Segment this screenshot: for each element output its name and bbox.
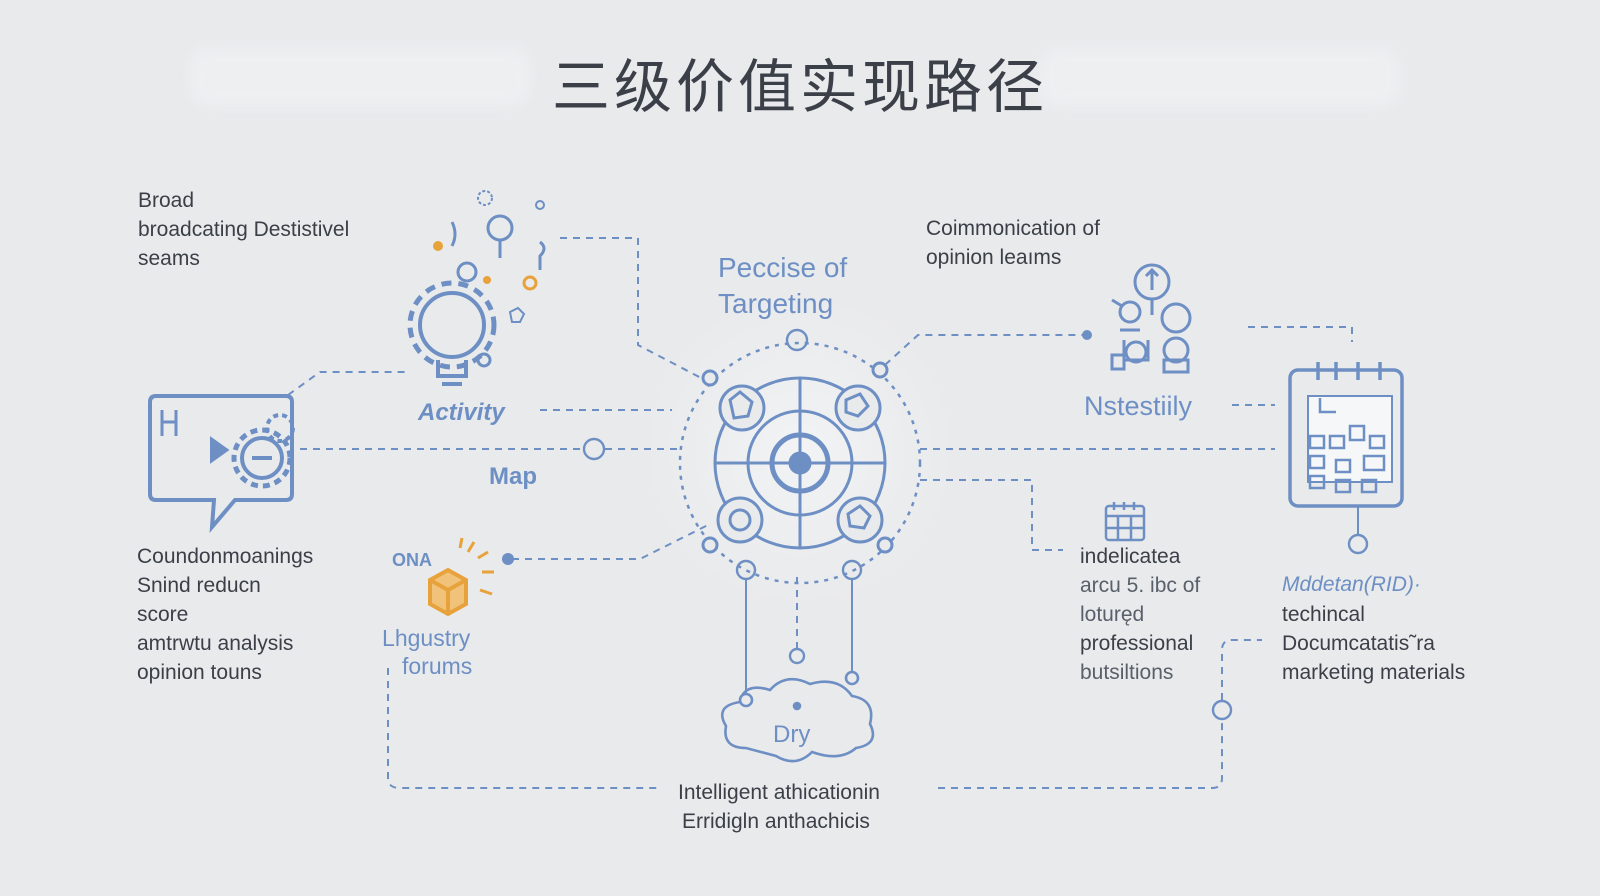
label-left-list: Coundonmoanings Snind reducn score amtrw… <box>137 542 313 687</box>
label-mddetan: Mddetan(RID)· <box>1282 573 1421 596</box>
lightbulb-accent-dots <box>433 241 538 291</box>
label-intelligent: Intelligent athicationin Erridigln antha… <box>678 778 880 836</box>
left-list-line-3: score <box>137 603 189 626</box>
connector-technical <box>1221 639 1262 700</box>
box-icon <box>428 537 494 617</box>
label-precise-targeting: Peccise of Targeting <box>718 250 847 322</box>
left-list-line-4: amtrwtu analysis <box>137 632 294 655</box>
label-forums-line-1: Lhgustry <box>382 625 471 651</box>
left-list-line-2: Snind reducn <box>137 574 261 597</box>
page-title: 三级价值实现路径 <box>551 53 1048 121</box>
connector-bottom-loop-right <box>938 720 1223 789</box>
lightbulb-gear-icon <box>407 190 546 386</box>
connector-bulb-to-hub <box>560 237 706 381</box>
indelicated-line-3: loturęd <box>1080 603 1145 626</box>
ona-dot <box>502 553 514 565</box>
indelicated-line-4: professional <box>1080 632 1194 655</box>
indelicated-line-5: butsiltions <box>1080 661 1174 684</box>
label-nstestiily: Nstestiily <box>1084 391 1193 421</box>
ghost-text-right <box>1040 48 1400 106</box>
label-communication-line-1: Coimmonication of <box>926 217 1100 240</box>
label-ona: ONA <box>392 550 432 570</box>
label-map: Map <box>489 463 537 490</box>
cloud-connectors <box>745 505 1359 695</box>
left-list-line-1: Coundonmoanings <box>137 545 314 568</box>
left-list-line-5: opinion touns <box>137 661 262 684</box>
label-communication-line-2: opinion leaıms <box>926 246 1062 269</box>
connector-chat-to-bulb <box>287 371 410 396</box>
connector-hub-to-calendar <box>920 479 1063 551</box>
connector-board-top <box>1248 326 1353 342</box>
cloud-icon <box>721 670 875 763</box>
people-dot <box>1082 330 1092 340</box>
calendar-board-icon <box>1288 362 1404 508</box>
connector-bottom-loop <box>387 668 660 789</box>
label-activity: Activity <box>418 399 505 426</box>
indelicated-line-1: indelicatea <box>1080 545 1181 568</box>
label-forums-line-2: forums <box>402 653 473 679</box>
calendar-small-icon <box>1104 502 1146 542</box>
label-intelligent-line-2: Erridigln anthachicis <box>682 810 870 833</box>
label-forums: Lhgustry forums <box>380 624 472 680</box>
chat-bubble-gear-icon <box>148 394 295 533</box>
label-indelicated: indelicatea arcu 5. ibc of loturęd profe… <box>1080 542 1200 687</box>
connector-ona-to-hub <box>512 524 709 560</box>
target-hub-icon <box>678 341 922 585</box>
label-broad-line-3: seams <box>138 247 200 270</box>
label-broad: Broad broadcating Destistivel seams <box>138 186 349 273</box>
ghost-text-left <box>190 48 530 106</box>
label-broad-line-1: Broad <box>138 189 195 212</box>
indelicated-line-2: arcu 5. ibc of <box>1080 574 1201 597</box>
label-intelligent-line-1: Intelligent athicationin <box>678 781 880 804</box>
label-precise-line-2: Targeting <box>718 288 834 319</box>
label-dry: Dry <box>773 721 811 748</box>
label-precise-line-1: Peccise of <box>718 252 848 283</box>
technical-line-2: Documcatatis˜ra <box>1282 632 1435 655</box>
label-broad-line-2: broadcating Destistivel <box>138 218 350 241</box>
connectors <box>287 237 1353 789</box>
technical-line-1: techincal <box>1282 603 1365 626</box>
label-technical: techincal Documcatatis˜ra marketing mate… <box>1282 600 1465 687</box>
people-network-icon <box>1110 263 1192 374</box>
technical-line-3: marketing materials <box>1282 661 1466 684</box>
label-communication: Coimmonication of opinion leaıms <box>926 214 1100 272</box>
connector-hub-to-people <box>884 334 1085 366</box>
